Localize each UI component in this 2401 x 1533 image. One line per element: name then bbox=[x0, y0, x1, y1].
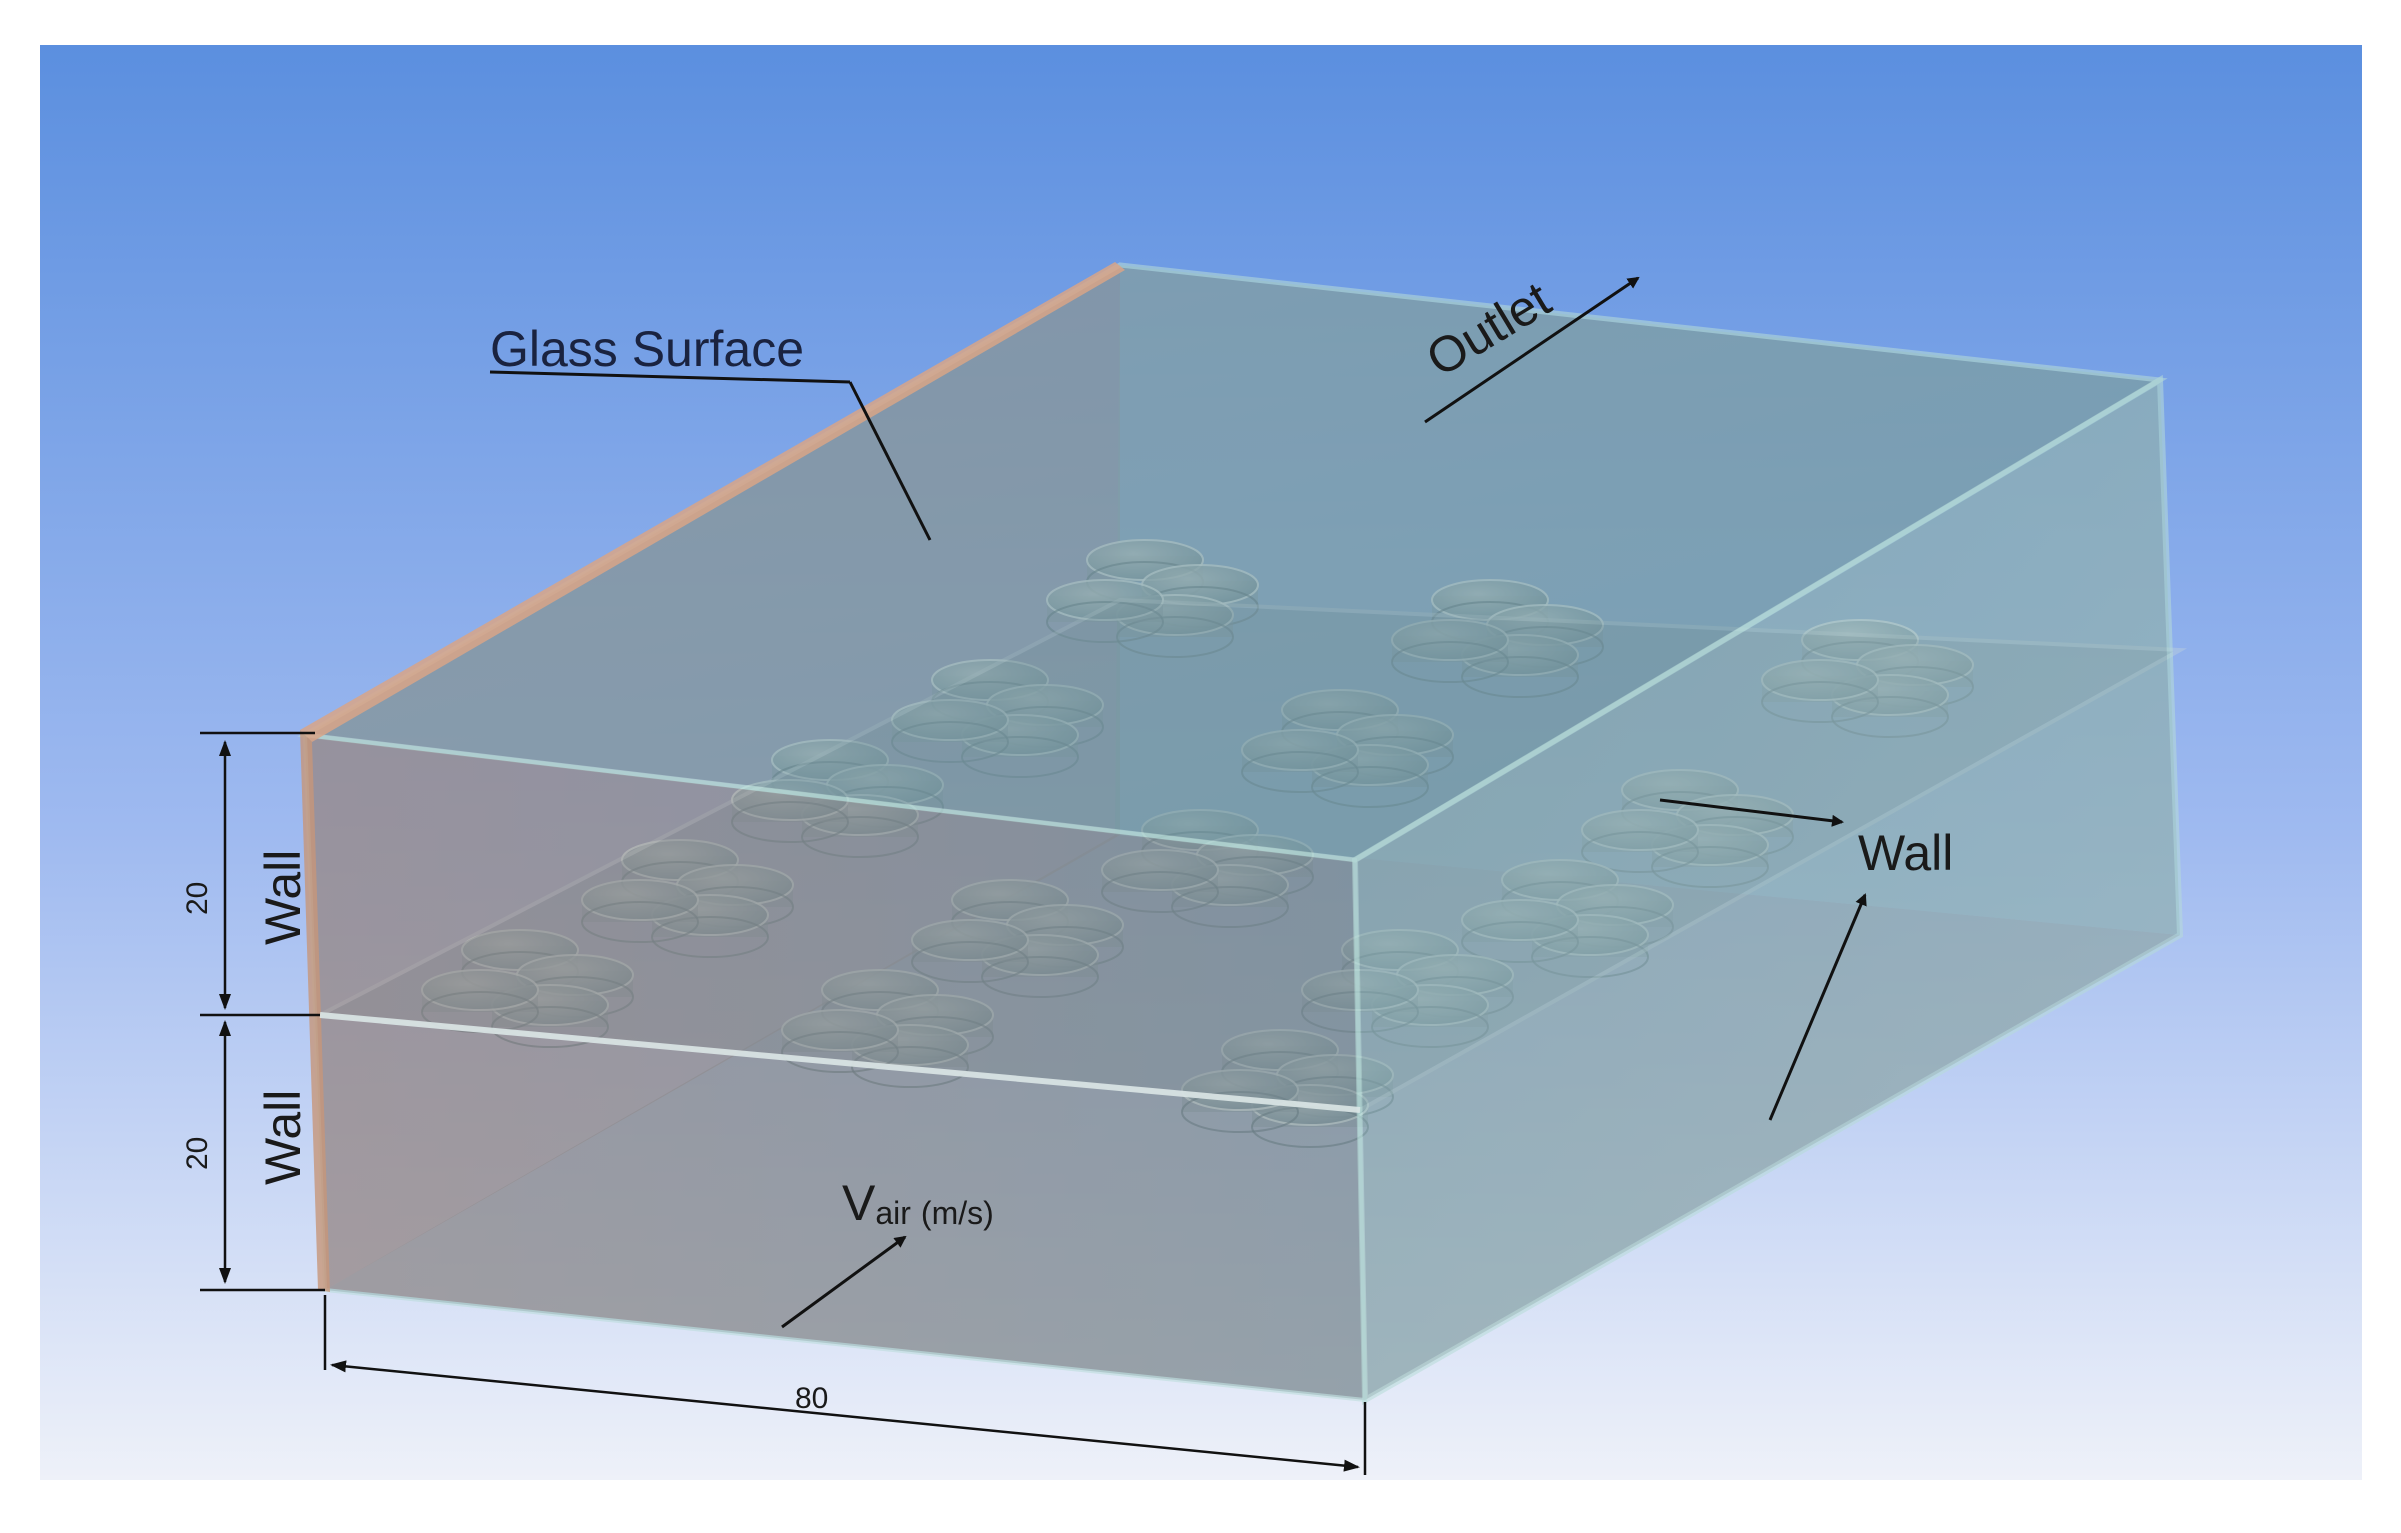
dim-width-line bbox=[330, 1360, 1360, 1472]
vair-subscript: air bbox=[875, 1195, 911, 1231]
glass-surface-leader bbox=[848, 381, 932, 541]
left-vertical-frame bbox=[300, 730, 330, 1292]
right-wall-arrow-bottom bbox=[1768, 893, 1867, 1121]
left-edge-frame bbox=[300, 262, 1125, 742]
vair-symbol: V bbox=[842, 1175, 876, 1231]
mid-plate-edge bbox=[319, 1012, 1361, 1113]
vair-unit: (m/s) bbox=[921, 1195, 994, 1231]
dim-width-value: 80 bbox=[795, 1382, 828, 1415]
lower-wall-label: Wall bbox=[255, 1090, 311, 1185]
upper-wall-label: Wall bbox=[255, 850, 311, 945]
dim-upper-value: 20 bbox=[181, 882, 214, 915]
outlet-arrow bbox=[1424, 276, 1640, 424]
right-wall-label: Wall bbox=[1858, 825, 1953, 881]
right-wall-arrow-top bbox=[1659, 798, 1844, 827]
duct-right-face bbox=[1351, 374, 2184, 1406]
vair-label: Vair (m/s) bbox=[842, 1175, 994, 1231]
glass-surface-underline bbox=[489, 370, 851, 384]
dim-lower-value: 20 bbox=[181, 1137, 214, 1170]
glass-surface-label: Glass Surface bbox=[490, 321, 804, 377]
vair-arrow bbox=[781, 1235, 907, 1329]
